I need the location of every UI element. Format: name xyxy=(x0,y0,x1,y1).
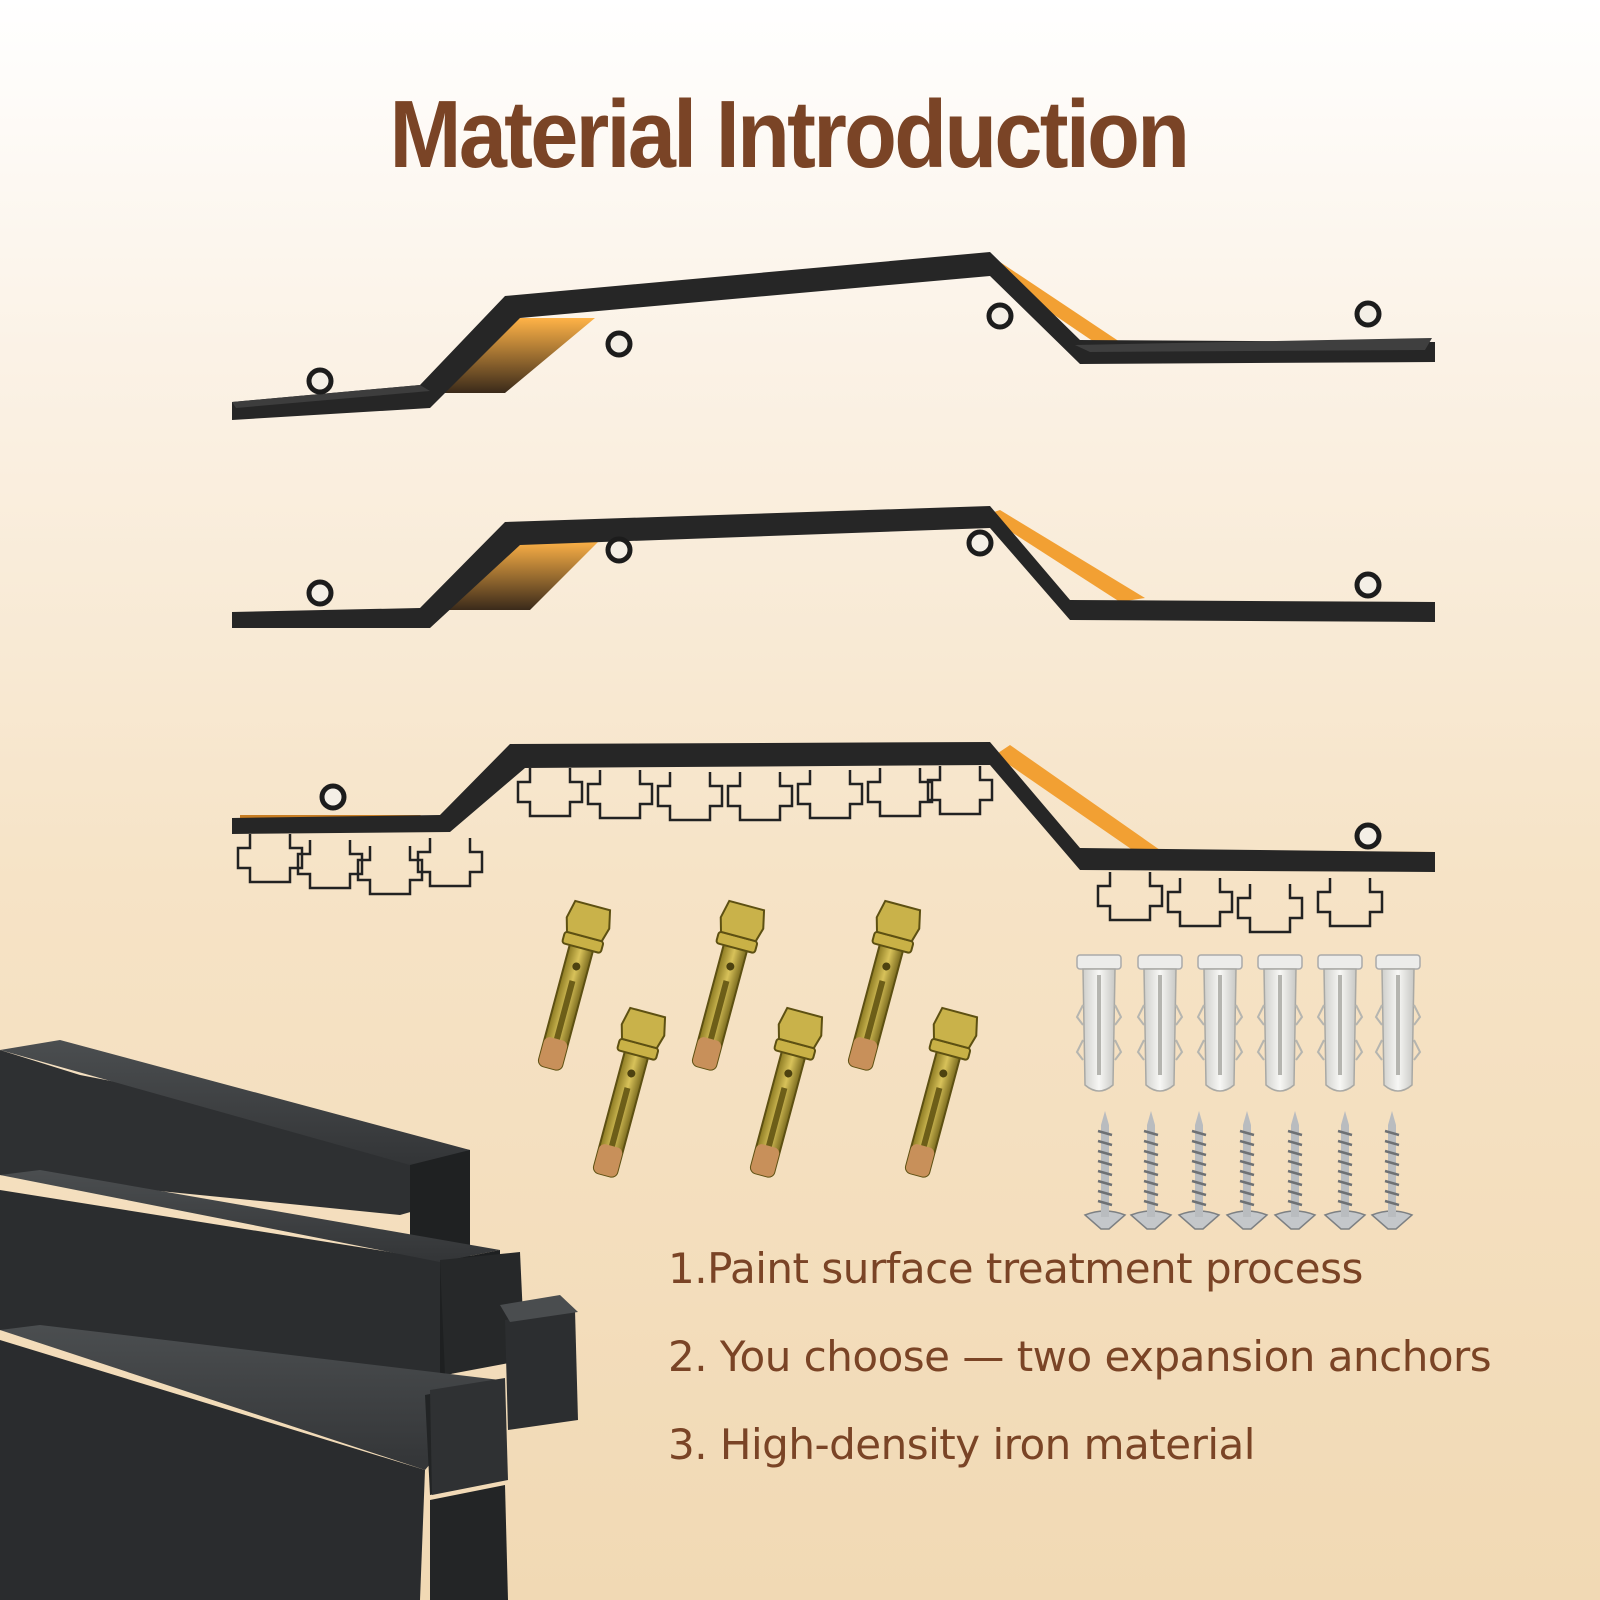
wall-anchors-image xyxy=(1076,954,1421,1092)
hanger-rails-left xyxy=(236,832,484,896)
hanger-rails-right xyxy=(1096,870,1384,934)
shelf-3-with-glass-hangers-image xyxy=(232,742,1435,934)
page-title: Material Introduction xyxy=(389,81,1190,188)
screws-image xyxy=(1083,1109,1414,1231)
iron-bars-closeup-image xyxy=(0,1040,578,1600)
shelf-2-image xyxy=(232,506,1435,628)
shelf-1-image xyxy=(232,252,1435,420)
feature-list: 1.Paint surface treatment process 2. You… xyxy=(668,1240,1568,1504)
expansion-bolts-image xyxy=(526,898,982,1182)
hanger-rails-middle xyxy=(516,764,994,822)
feature-item-paint: 1.Paint surface treatment process xyxy=(668,1244,1363,1293)
feature-item-anchors: 2. You choose — two expansion anchors xyxy=(668,1332,1492,1381)
feature-item-iron: 3. High-density iron material xyxy=(668,1420,1255,1469)
